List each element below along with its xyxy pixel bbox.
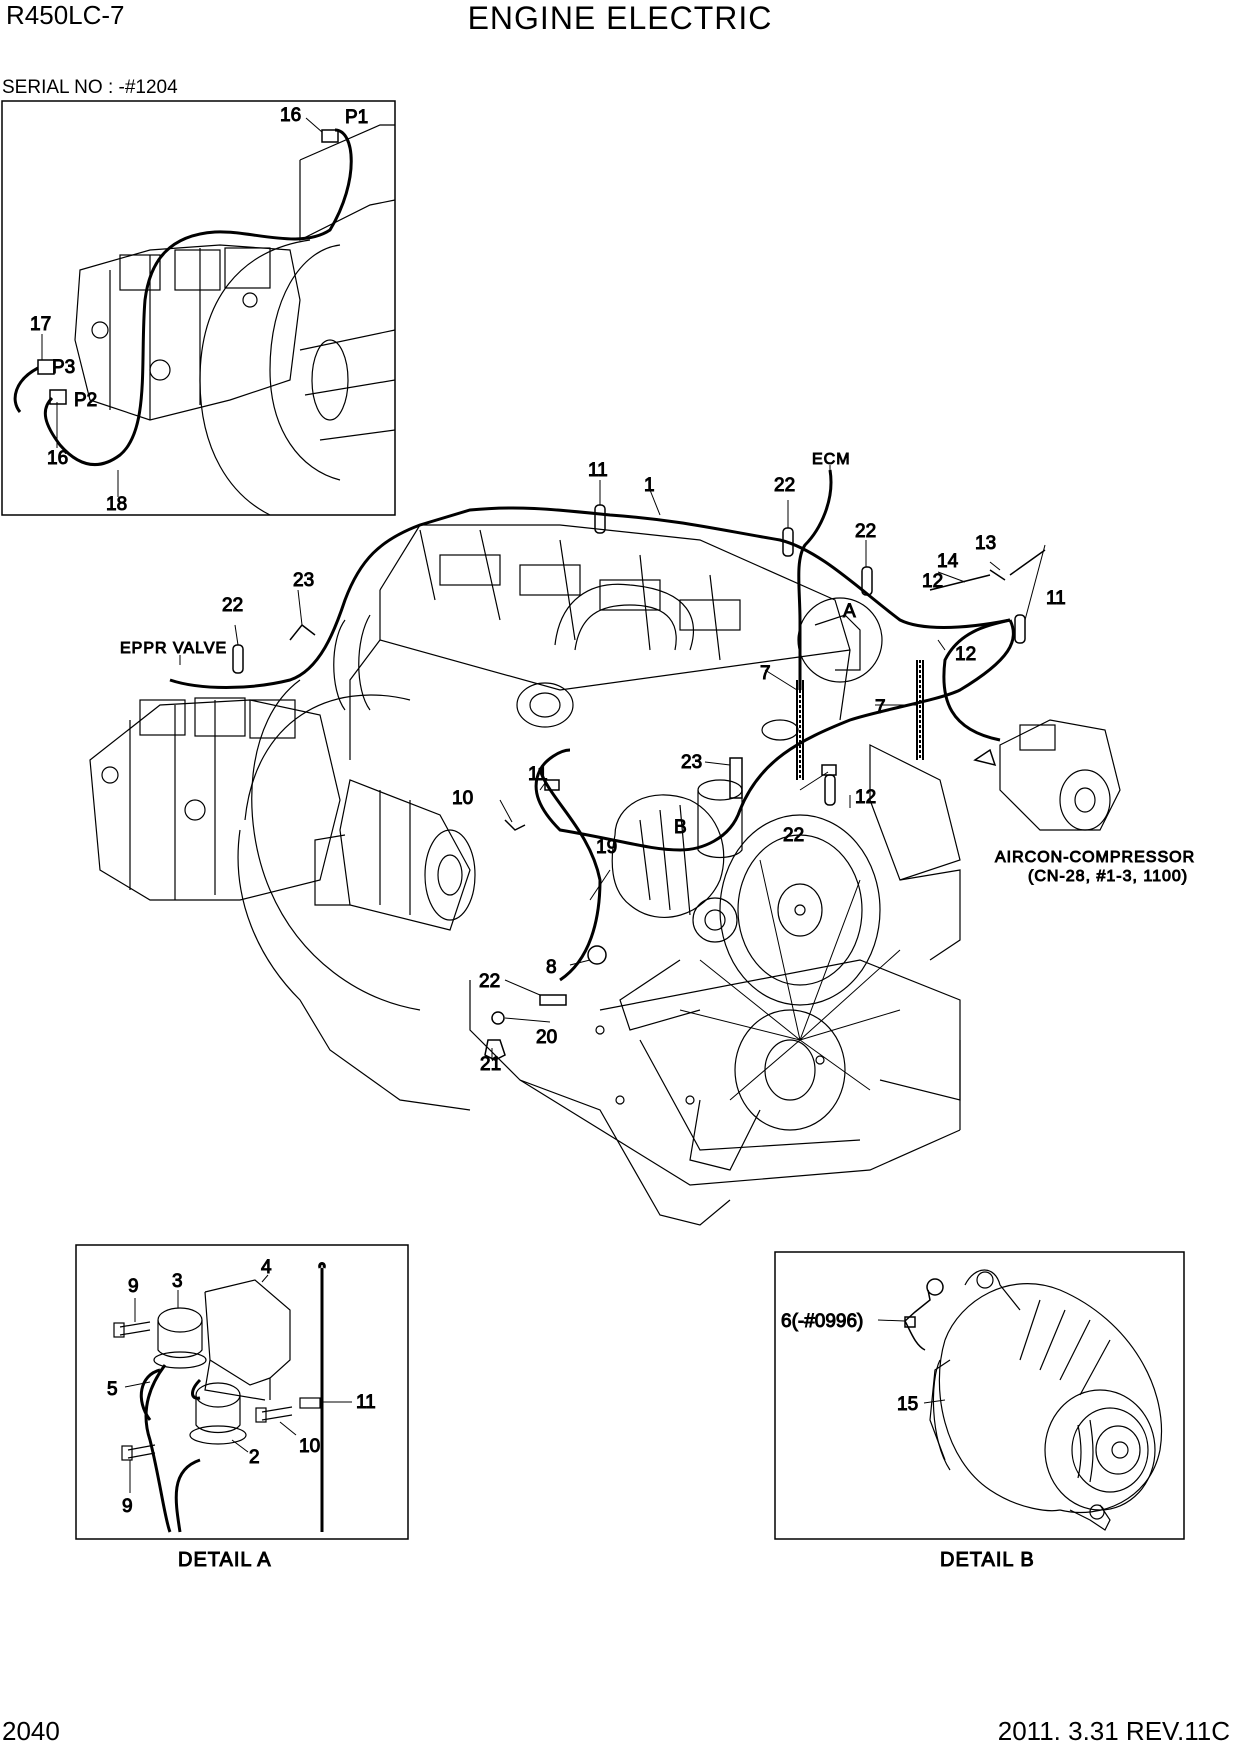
callout-12-c: 12	[855, 787, 876, 808]
callout-23-mid: 23	[681, 752, 702, 773]
inset-callout-16-bottom: 16	[47, 448, 68, 469]
callout-22-mid: 22	[783, 825, 804, 846]
page-number: 2040	[2, 1716, 60, 1746]
harness-clamps	[232, 504, 1046, 1061]
inset-callout-16-top: 16	[280, 105, 301, 126]
starter-branch-wire	[538, 769, 602, 982]
inset-pump-frame	[1, 100, 396, 516]
detail-a: 9 3 4 5 11 10 2 9 DETAIL A	[75, 1244, 409, 1572]
main-engine-view: 11 1 22 22 12 14 13 11 12 7 7 23 22 23 1…	[89, 451, 1195, 1226]
eppr-valve-label: EPPR VALVE	[120, 640, 227, 657]
detail-a-callout-3: 3	[172, 1271, 183, 1292]
callout-23-left: 23	[293, 570, 314, 591]
detail-b-leaders	[877, 1319, 946, 1404]
detail-a-callout-9-bottom: 9	[122, 1496, 133, 1517]
revision-date: 2011. 3.31 REV.11C	[997, 1716, 1230, 1746]
aircon-branch-wire	[942, 618, 1011, 742]
page-title: ENGINE ELECTRIC	[467, 0, 773, 36]
pilot-hose-p3	[13, 366, 39, 413]
inset-callout-p3: P3	[52, 357, 75, 378]
callout-11-top: 11	[588, 460, 608, 481]
inset-callout-17: 17	[30, 314, 51, 335]
detail-b-frame	[774, 1251, 1185, 1540]
main-leaders	[179, 465, 1046, 1060]
aircon-connector-note: (CN-28, #1-3, 1100)	[1028, 868, 1188, 885]
detail-marker-a: A	[843, 601, 856, 622]
engine-block-drawing	[89, 524, 1121, 1226]
inset-callout-p2: P2	[74, 390, 97, 411]
ecm-branch-wire	[797, 469, 833, 690]
callout-19: 19	[596, 837, 617, 858]
pump-engine-outline-drawing	[74, 124, 396, 516]
callout-7-a: 7	[760, 663, 771, 684]
callout-11-mid: 11	[528, 764, 548, 785]
detail-a-callout-10: 10	[299, 1436, 320, 1457]
detail-a-leaders	[124, 1274, 352, 1493]
aircon-compressor-label: AIRCON-COMPRESSOR	[995, 849, 1195, 866]
callout-1: 1	[644, 475, 655, 496]
detail-b-alternator-drawing	[929, 1269, 1162, 1531]
inset-pump: 16 P1 17 P3 P2 16 18	[1, 100, 396, 516]
alternator-branch-wire	[534, 619, 1015, 852]
callout-14: 14	[937, 551, 959, 572]
pressure-sensors	[37, 129, 339, 405]
detail-b: 6(-#0996) 15 DETAIL B	[774, 1251, 1185, 1572]
detail-a-drawing	[113, 1279, 321, 1461]
model-number: R450LC-7	[6, 0, 125, 30]
callout-22-left: 22	[222, 595, 243, 616]
detail-a-callout-4: 4	[261, 1257, 272, 1278]
callout-22-bottom: 22	[479, 971, 500, 992]
wire-harness	[169, 469, 1015, 982]
detail-b-callout-6: 6(-#0996)	[781, 1311, 863, 1332]
detail-a-callout-2: 2	[249, 1447, 260, 1468]
detail-a-callout-11: 11	[356, 1392, 376, 1413]
pilot-hose-18	[43, 128, 353, 467]
inset-callout-18: 18	[106, 494, 127, 515]
detail-b-wire	[904, 1278, 944, 1351]
inset-leaders	[41, 117, 323, 497]
callout-13: 13	[975, 533, 996, 554]
ground-straps	[796, 660, 924, 780]
detail-marker-b: B	[674, 817, 687, 838]
callout-8: 8	[546, 957, 557, 978]
callout-10: 10	[452, 788, 473, 809]
main-harness-1	[169, 506, 1011, 689]
callout-20: 20	[536, 1027, 557, 1048]
detail-a-callout-9-top: 9	[128, 1276, 139, 1297]
ecm-label: ECM	[812, 451, 851, 468]
detail-b-callout-15: 15	[897, 1394, 918, 1415]
callout-21: 21	[480, 1054, 501, 1075]
serial-number: SERIAL NO : -#1204	[2, 77, 178, 98]
detail-a-frame	[75, 1244, 409, 1540]
callout-12-b: 12	[955, 644, 976, 665]
detail-a-wires	[139, 1262, 326, 1533]
detail-a-caption: DETAIL A	[178, 1549, 272, 1571]
inset-callout-p1: P1	[345, 107, 368, 128]
detail-b-caption: DETAIL B	[940, 1549, 1035, 1571]
callout-22-b: 22	[855, 521, 876, 542]
detail-a-callout-5: 5	[107, 1379, 118, 1400]
callout-22-a: 22	[774, 475, 795, 496]
callout-12-a: 12	[922, 571, 943, 592]
callout-11-right: 11	[1046, 588, 1066, 609]
callout-7-b: 7	[875, 697, 886, 718]
